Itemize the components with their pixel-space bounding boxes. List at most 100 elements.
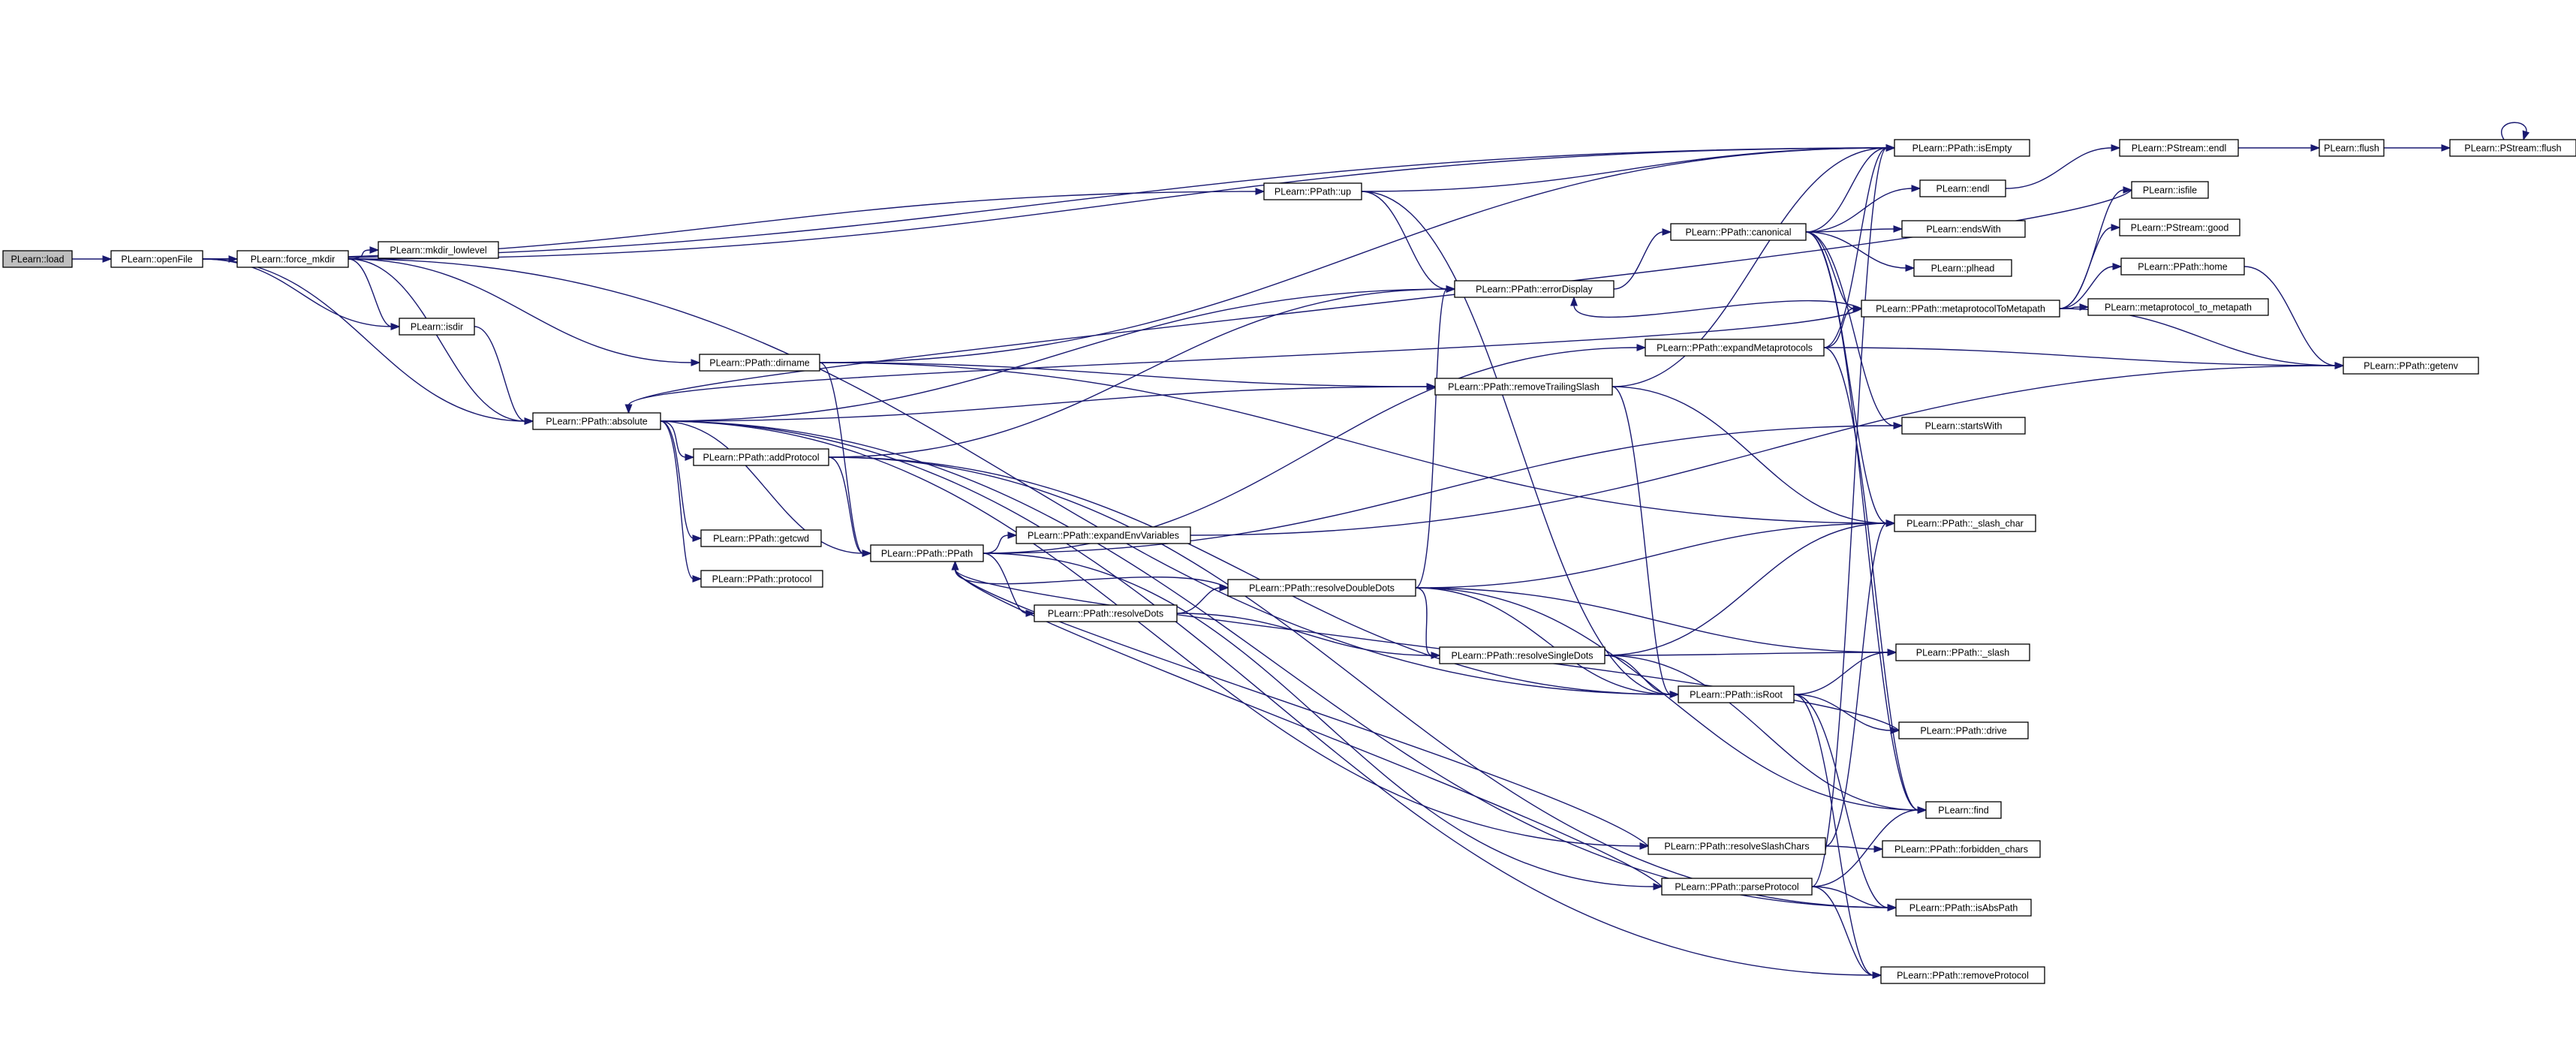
node-endsWith[interactable]: PLearn::endsWith: [1901, 220, 2026, 238]
edge-arrowhead: [390, 323, 401, 330]
edge-line: [1823, 347, 2337, 366]
node-box: [1263, 182, 1362, 200]
node-box: [699, 354, 820, 372]
edge-line: [1176, 587, 1221, 614]
edge-PPath-to-resolveDots: [983, 553, 1036, 617]
node-isAbsPath[interactable]: PLearn::PPath::isAbsPath: [1895, 899, 2032, 917]
node-absolute[interactable]: PLearn::PPath::absolute: [532, 412, 661, 430]
node-label: PLearn::PPath::errorDisplay: [1476, 285, 1593, 295]
node-box: [1925, 801, 2002, 819]
edge-line: [627, 308, 1862, 406]
node-isEmpty[interactable]: PLearn::PPath::isEmpty: [1894, 139, 2030, 157]
node-pstream_flush[interactable]: PLearn::PStream::flush: [2449, 139, 2576, 157]
edge-line: [202, 191, 1257, 260]
edge-arrowhead: [2111, 224, 2121, 231]
edge-line: [1612, 386, 1672, 695]
node-metaprotocolToMetapath[interactable]: PLearn::PPath::metaprotocolToMetapath: [1861, 300, 2060, 318]
node-isRoot[interactable]: PLearn::PPath::isRoot: [1678, 685, 1795, 703]
edge-arrowhead: [2123, 186, 2133, 194]
node-force_mkdir[interactable]: PLearn::force_mkdir: [236, 250, 349, 268]
node-box: [236, 250, 349, 268]
node-endl[interactable]: PLearn::endl: [1919, 179, 2006, 197]
node-box: [1645, 339, 1825, 357]
edge-absolute-to-addProtocol: [660, 420, 695, 461]
node-home[interactable]: PLearn::PPath::home: [2120, 257, 2245, 276]
node-label: PLearn::PStream::good: [2131, 223, 2229, 233]
edge-arrowhead: [692, 575, 703, 583]
node-resolveSingleDots[interactable]: PLearn::PPath::resolveSingleDots: [1439, 646, 1605, 664]
node-removeTrailingSlash[interactable]: PLearn::PPath::removeTrailingSlash: [1434, 378, 1613, 396]
node-box: [1898, 721, 2029, 739]
node-label: PLearn::PPath::absolute: [546, 417, 648, 427]
node-startsWith[interactable]: PLearn::startsWith: [1901, 417, 2026, 435]
edge-line: [828, 456, 864, 554]
node-label: PLearn::PPath::removeTrailingSlash: [1448, 382, 1599, 393]
node-PPath[interactable]: PLearn::PPath::PPath: [870, 544, 984, 562]
node-protocol[interactable]: PLearn::PPath::protocol: [700, 570, 823, 588]
edge-metaprotocolToMetapath-to-errorDisplay: [1570, 296, 1862, 318]
node-expandMetaprotocols[interactable]: PLearn::PPath::expandMetaprotocols: [1645, 339, 1825, 357]
node-flush[interactable]: PLearn::flush: [2319, 139, 2385, 157]
edge-line: [1415, 587, 1919, 811]
node-getenv[interactable]: PLearn::PPath::getenv: [2343, 357, 2479, 375]
edge-isdir-to-absolute: [474, 326, 534, 425]
node-box: [378, 241, 499, 259]
node-resolveSlashChars[interactable]: PLearn::PPath::resolveSlashChars: [1648, 837, 1826, 855]
edge-arrowhead: [1905, 264, 1915, 272]
edge-arrowhead: [1636, 344, 1647, 351]
edge-line: [1604, 655, 1919, 811]
node-openFile[interactable]: PLearn::openFile: [110, 250, 203, 268]
node-label: PLearn::PPath::metaprotocolToMetapath: [1876, 304, 2045, 315]
edge-arrowhead: [1007, 532, 1018, 539]
node-expandEnvVariables[interactable]: PLearn::PPath::expandEnvVariables: [1016, 526, 1191, 544]
node-find[interactable]: PLearn::find: [1925, 801, 2002, 819]
node-load[interactable]: PLearn::load: [2, 250, 73, 268]
edge-resolveDoubleDots-to-slash_char: [1415, 519, 1896, 589]
node-isdir[interactable]: PLearn::isdir: [399, 318, 475, 336]
node-box: [2087, 298, 2269, 316]
node-forbidden_chars[interactable]: PLearn::PPath::forbidden_chars: [1882, 840, 2041, 858]
edge-line: [660, 420, 1889, 908]
edge-line: [348, 258, 1672, 695]
edge-line: [2005, 147, 2113, 189]
node-label: PLearn::PPath::expandMetaprotocols: [1657, 343, 1813, 354]
node-errorDisplay[interactable]: PLearn::PPath::errorDisplay: [1454, 280, 1615, 298]
node-up[interactable]: PLearn::PPath::up: [1263, 182, 1362, 200]
edge-arrowhead: [2441, 144, 2451, 152]
edge-line: [1805, 228, 1895, 233]
node-removeProtocol[interactable]: PLearn::PPath::removeProtocol: [1880, 966, 2045, 984]
edge-line: [202, 258, 393, 327]
edge-line: [1361, 191, 1672, 695]
node-resolveDoubleDots[interactable]: PLearn::PPath::resolveDoubleDots: [1227, 579, 1416, 597]
node-slash[interactable]: PLearn::PPath::_slash: [1895, 643, 2030, 661]
node-isfile[interactable]: PLearn::isfile: [2131, 181, 2209, 199]
edge-line: [954, 568, 1649, 847]
node-box: [693, 448, 829, 466]
node-canonical[interactable]: PLearn::PPath::canonical: [1670, 223, 1807, 241]
node-pstream_good[interactable]: PLearn::PStream::good: [2119, 218, 2240, 236]
edge-line: [202, 258, 526, 422]
node-box: [1434, 378, 1613, 396]
edge-resolveDoubleDots-to-errorDisplay: [1415, 285, 1456, 589]
node-metaprotocol_to_metapath[interactable]: PLearn::metaprotocol_to_metapath: [2087, 298, 2269, 316]
edge-up-to-errorDisplay: [1361, 191, 1456, 293]
node-addProtocol[interactable]: PLearn::PPath::addProtocol: [693, 448, 829, 466]
node-getcwd[interactable]: PLearn::PPath::getcwd: [700, 529, 822, 547]
node-box: [1016, 526, 1191, 544]
edge-line: [1811, 809, 1919, 887]
node-drive[interactable]: PLearn::PPath::drive: [1898, 721, 2029, 739]
edge-arrowhead: [2111, 144, 2121, 152]
edge-parseProtocol-to-isAbsPath: [1811, 886, 1897, 911]
node-plhead[interactable]: PLearn::plhead: [1913, 259, 2012, 277]
edge-line: [348, 258, 693, 363]
node-parseProtocol[interactable]: PLearn::PPath::parseProtocol: [1661, 878, 1813, 896]
node-label: PLearn::PPath::parseProtocol: [1675, 882, 1798, 893]
node-slash_char[interactable]: PLearn::PPath::_slash_char: [1894, 514, 2036, 532]
node-mkdir_lowlevel[interactable]: PLearn::mkdir_lowlevel: [378, 241, 499, 259]
edge-arrowhead: [1662, 228, 1672, 236]
node-dirname[interactable]: PLearn::PPath::dirname: [699, 354, 820, 372]
node-pstream_endl[interactable]: PLearn::PStream::endl: [2119, 139, 2239, 157]
node-resolveDots[interactable]: PLearn::PPath::resolveDots: [1034, 604, 1178, 622]
node-box: [532, 412, 661, 430]
